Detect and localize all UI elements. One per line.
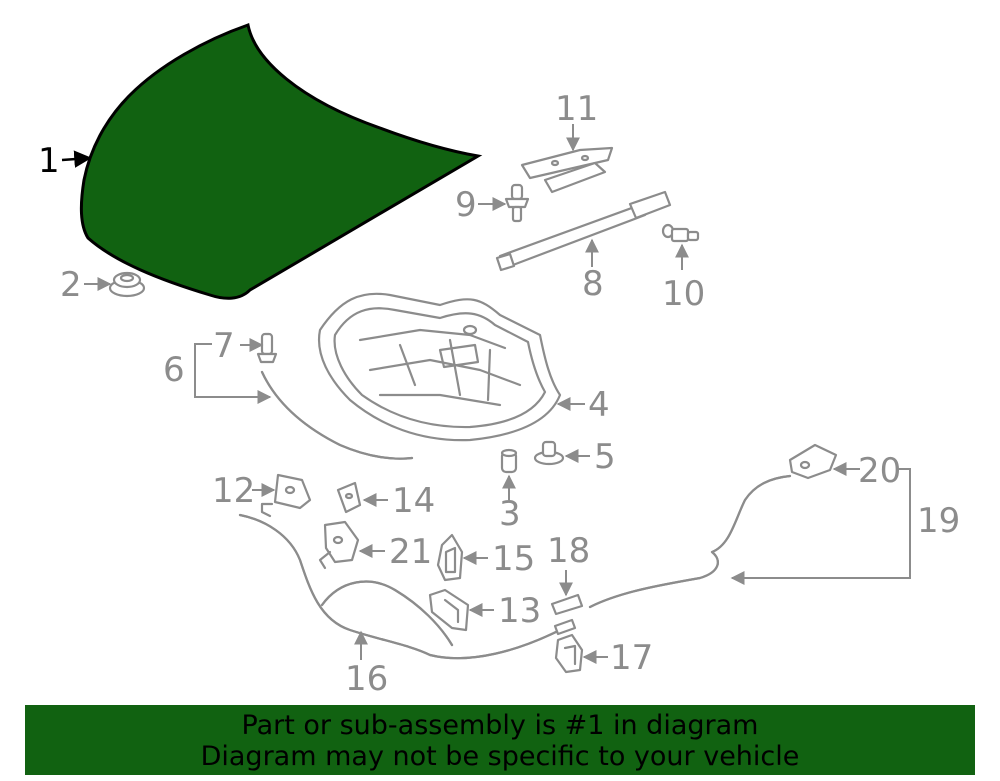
callout-9[interactable]: 9 [455, 185, 477, 225]
part-19-cable[interactable] [588, 474, 792, 609]
part-18-grommet[interactable] [550, 593, 584, 616]
part-3-clip[interactable] [500, 448, 518, 474]
callout-20[interactable]: 20 [858, 451, 901, 491]
part-14-bracket[interactable] [336, 481, 362, 514]
part-2-bumper[interactable] [108, 271, 146, 298]
part-11-hinge[interactable] [520, 146, 614, 194]
callout-4[interactable]: 4 [588, 385, 610, 425]
part-10-ball-stud[interactable] [661, 223, 700, 243]
part-5-clip[interactable] [533, 440, 565, 466]
callout-12[interactable]: 12 [212, 471, 255, 511]
part-20-guide[interactable] [788, 443, 838, 480]
callout-3[interactable]: 3 [499, 494, 521, 534]
hood-panel[interactable] [79, 23, 483, 300]
part-8-lift-support[interactable] [495, 190, 672, 272]
callout-14[interactable]: 14 [392, 481, 435, 521]
callout-1[interactable]: 1 [38, 141, 60, 181]
callout-5[interactable]: 5 [594, 437, 616, 477]
callout-6[interactable]: 6 [163, 350, 185, 390]
part-21-latch[interactable] [318, 520, 360, 570]
bracket-19 [730, 468, 911, 585]
part-13-bracket[interactable] [428, 588, 470, 632]
callout-10[interactable]: 10 [662, 274, 705, 314]
part-7-clip[interactable] [256, 332, 278, 364]
part-4-insulator[interactable] [317, 292, 562, 442]
parts-diagram: 1 2 4 3 5 7 6 [38, 23, 960, 699]
callout-19[interactable]: 19 [917, 501, 960, 541]
callout-7[interactable]: 7 [213, 326, 235, 366]
callout-21[interactable]: 21 [389, 532, 432, 572]
part-12-latch[interactable] [260, 473, 312, 518]
callout-8[interactable]: 8 [582, 264, 604, 304]
part-15-handle[interactable] [436, 533, 464, 582]
leader-1 [61, 150, 92, 168]
callout-11[interactable]: 11 [555, 89, 598, 129]
info-banner: Part or sub-assembly is #1 in diagram Di… [25, 705, 975, 775]
part-9-ball-stud[interactable] [504, 183, 530, 223]
banner-line-2: Diagram may not be specific to your vehi… [200, 741, 800, 772]
callout-15[interactable]: 15 [492, 539, 535, 579]
callout-17[interactable]: 17 [610, 638, 653, 678]
callout-2[interactable]: 2 [60, 265, 82, 305]
bracket-6 [194, 343, 272, 404]
callout-13[interactable]: 13 [498, 591, 541, 631]
callout-16[interactable]: 16 [345, 659, 388, 699]
part-17-handle[interactable] [554, 633, 584, 674]
callout-18[interactable]: 18 [547, 531, 590, 571]
banner-line-1: Part or sub-assembly is #1 in diagram [241, 710, 759, 741]
